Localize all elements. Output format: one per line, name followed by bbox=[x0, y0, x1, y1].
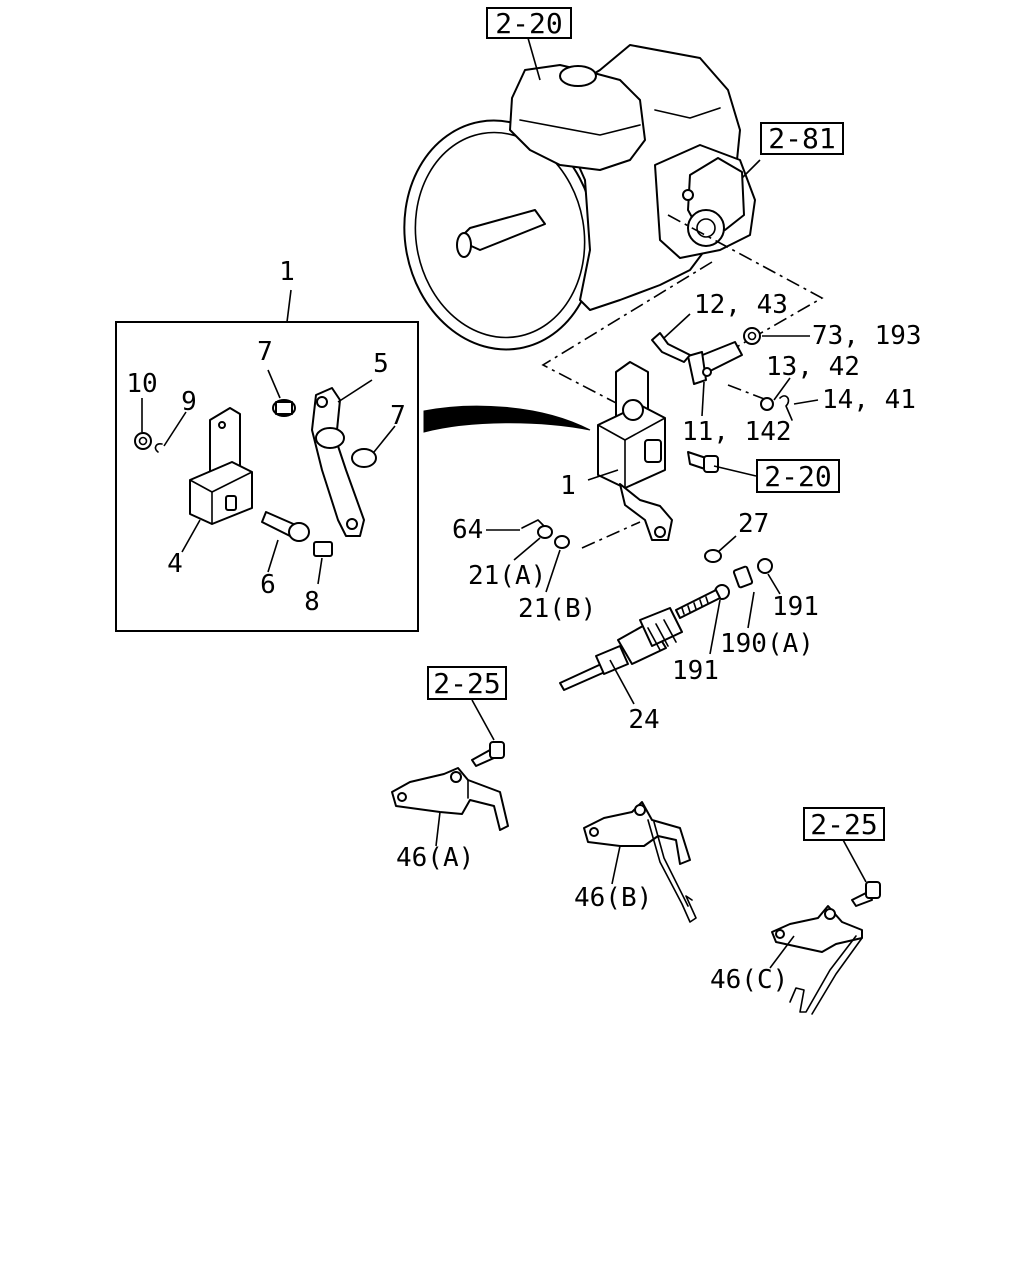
callout-73-193: 73, 193 bbox=[812, 321, 922, 351]
callout-46c: 46(C) bbox=[710, 965, 788, 995]
callout-6: 6 bbox=[260, 570, 276, 600]
svg-text:2-20: 2-20 bbox=[764, 460, 831, 493]
reference-box-2-25-left[interactable]: 2-25 bbox=[427, 666, 507, 700]
callout-5: 5 bbox=[373, 349, 389, 379]
svg-text:2-81: 2-81 bbox=[768, 122, 835, 155]
bracket-46a bbox=[391, 699, 509, 847]
callout-190a: 190(A) bbox=[720, 629, 814, 659]
callout-labels: 1 7 5 10 9 7 4 6 8 12, 43 73, 193 13, 42… bbox=[126, 257, 921, 995]
reference-box-2-20-mid[interactable]: 2-20 bbox=[756, 459, 840, 493]
callout-8: 8 bbox=[304, 587, 320, 617]
svg-text:2-25: 2-25 bbox=[433, 667, 500, 700]
callout-24: 24 bbox=[628, 705, 659, 735]
callout-14-41: 14, 41 bbox=[822, 385, 916, 415]
callout-21a: 21(A) bbox=[468, 561, 546, 591]
shift-bracket-assembly bbox=[521, 327, 793, 691]
callout-9: 9 bbox=[181, 387, 197, 417]
transmission-drawing bbox=[403, 37, 761, 351]
svg-text:2-20: 2-20 bbox=[495, 7, 562, 40]
callout-7-top: 7 bbox=[257, 337, 273, 367]
callout-27: 27 bbox=[738, 509, 769, 539]
reference-box-2-25-right[interactable]: 2-25 bbox=[803, 807, 885, 841]
svg-text:2-25: 2-25 bbox=[810, 808, 877, 841]
callout-191-left: 191 bbox=[672, 656, 719, 686]
reference-box-2-81[interactable]: 2-81 bbox=[760, 122, 844, 155]
callout-1-main: 1 bbox=[560, 471, 576, 501]
callout-46a: 46(A) bbox=[396, 843, 474, 873]
callout-1-inset: 1 bbox=[279, 257, 295, 287]
callout-46b: 46(B) bbox=[574, 883, 652, 913]
callout-13-42: 13, 42 bbox=[766, 352, 860, 382]
callout-10: 10 bbox=[126, 369, 157, 399]
callout-191-right: 191 bbox=[772, 592, 819, 622]
callout-7-right: 7 bbox=[390, 401, 406, 431]
bracket-46c bbox=[769, 837, 881, 1015]
callout-11-142: 11, 142 bbox=[682, 417, 792, 447]
detail-arrow bbox=[423, 405, 591, 433]
callout-21b: 21(B) bbox=[518, 594, 596, 624]
callout-64: 64 bbox=[452, 515, 483, 545]
reference-box-2-20-top[interactable]: 2-20 bbox=[486, 7, 572, 40]
bracket-46b bbox=[583, 801, 697, 923]
detail-inset bbox=[115, 289, 419, 632]
callout-12-43: 12, 43 bbox=[694, 290, 788, 320]
callout-leaders bbox=[486, 313, 819, 705]
callout-4: 4 bbox=[167, 549, 183, 579]
